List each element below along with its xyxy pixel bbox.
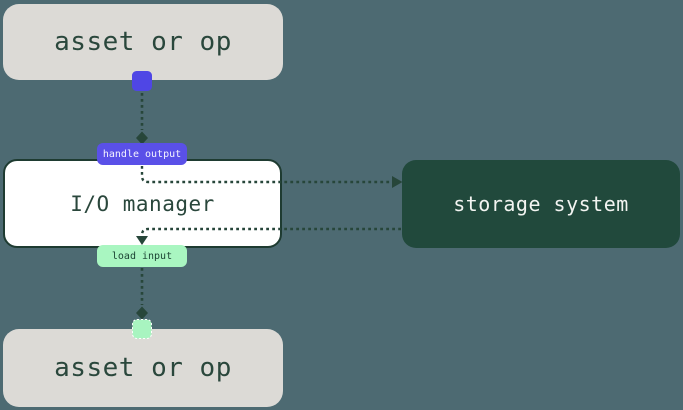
diamond-connector-bottom [136, 306, 148, 320]
node-io-manager-label: I/O manager [70, 191, 215, 216]
arrowhead-into-storage [392, 176, 403, 188]
edge-label-load-input: load input [97, 245, 187, 267]
node-storage-system-label: storage system [453, 192, 629, 216]
load-input-text: load input [111, 250, 173, 262]
node-io-manager: I/O manager [3, 159, 282, 248]
node-asset-or-op-top: asset or op [3, 4, 283, 80]
node-storage-system: storage system [402, 160, 680, 248]
node-asset-or-op-bottom: asset or op [3, 329, 283, 407]
handle-output-text: handle output [102, 148, 182, 160]
node-asset-or-op-bottom-label: asset or op [54, 353, 232, 383]
node-asset-or-op-top-label: asset or op [54, 27, 232, 57]
edge-label-handle-output: handle output [97, 143, 187, 165]
